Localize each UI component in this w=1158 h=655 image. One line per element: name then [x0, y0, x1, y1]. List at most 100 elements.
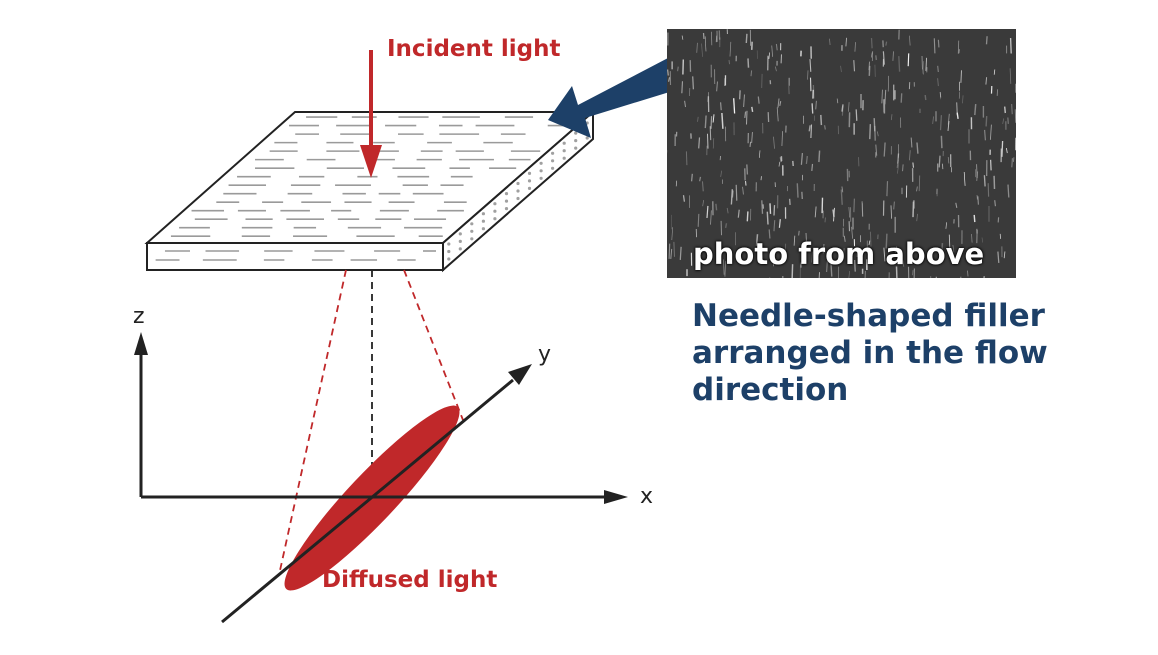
- needle-streak: [747, 164, 748, 174]
- needle-streak: [703, 200, 704, 206]
- x-axis-arrowhead: [604, 490, 628, 504]
- needle-streak: [825, 125, 826, 129]
- needle-streak: [767, 212, 768, 225]
- needle-streak: [968, 271, 969, 277]
- needle-streak: [891, 114, 892, 120]
- needle-streak: [684, 195, 685, 202]
- filler-dot: [470, 237, 473, 240]
- needle-streak: [809, 125, 810, 131]
- needle-streak: [806, 156, 807, 164]
- needle-streak: [903, 164, 904, 171]
- needle-streak: [849, 271, 850, 278]
- needle-streak: [983, 276, 984, 278]
- filler-dot: [551, 152, 554, 155]
- needle-streak: [769, 53, 770, 59]
- needle-streak: [925, 95, 926, 100]
- needle-streak: [882, 90, 883, 104]
- filler-dot: [586, 136, 589, 139]
- needle-streak: [812, 103, 813, 113]
- needle-streak: [939, 156, 940, 168]
- needle-streak: [770, 203, 771, 214]
- needle-streak: [674, 242, 675, 257]
- needle-streak: [842, 104, 843, 111]
- needle-streak: [730, 42, 731, 57]
- description-text: Needle-shaped filler arranged in the flo…: [692, 298, 1052, 409]
- needle-streak: [732, 191, 733, 198]
- filler-dot: [551, 159, 554, 162]
- filler-dot: [447, 257, 450, 260]
- needle-streak: [869, 62, 870, 71]
- needle-streak: [680, 247, 681, 260]
- needle-streak: [911, 138, 912, 148]
- needle-streak: [780, 101, 781, 106]
- needle-streak: [985, 130, 986, 140]
- needle-streak: [884, 143, 885, 157]
- needle-streak: [948, 157, 949, 163]
- filler-dot: [447, 242, 450, 245]
- needle-streak: [893, 51, 894, 61]
- needle-streak: [986, 77, 987, 84]
- needle-streak: [837, 99, 838, 104]
- needle-streak: [957, 113, 958, 119]
- needle-streak: [1008, 185, 1009, 198]
- needle-streak: [1015, 109, 1016, 123]
- needle-streak: [848, 102, 849, 112]
- incident-light-label: Incident light: [387, 38, 561, 61]
- needle-streak: [894, 202, 895, 210]
- filler-dot: [574, 147, 577, 150]
- plate-front: [147, 243, 443, 270]
- pointer-arrow: [548, 58, 676, 138]
- needle-streak: [748, 58, 749, 67]
- needle-streak: [697, 43, 698, 53]
- needle-streak: [808, 70, 809, 79]
- needle-streak: [774, 220, 775, 231]
- needle-streak: [856, 109, 857, 120]
- filler-dot: [563, 142, 566, 145]
- needle-streak: [711, 210, 712, 224]
- needle-streak: [1012, 158, 1013, 167]
- filler-dot: [528, 172, 531, 175]
- needle-streak: [819, 272, 820, 278]
- needle-streak: [829, 39, 830, 45]
- needle-streak: [938, 78, 939, 86]
- needle-streak: [775, 67, 776, 72]
- needle-streak: [693, 76, 694, 89]
- filler-dot: [482, 227, 485, 230]
- needle-streak: [699, 137, 700, 148]
- filler-dot: [470, 230, 473, 233]
- needle-streak: [987, 36, 988, 44]
- needle-streak: [750, 142, 751, 147]
- needle-streak: [962, 95, 963, 103]
- needle-streak: [816, 101, 817, 110]
- needle-streak: [956, 203, 957, 208]
- needle-streak: [686, 151, 687, 165]
- needle-streak: [762, 200, 763, 214]
- needle-streak: [702, 44, 703, 57]
- needle-streak: [933, 116, 934, 124]
- filler-dot: [563, 157, 566, 160]
- needle-streak: [899, 56, 900, 72]
- filler-dot: [505, 207, 508, 210]
- needle-streak: [812, 164, 813, 171]
- needle-streak: [986, 116, 987, 126]
- needle-streak: [745, 112, 746, 118]
- needle-streak: [721, 102, 722, 110]
- needle-streak: [841, 190, 842, 205]
- needle-streak: [744, 95, 745, 108]
- needle-streak: [758, 97, 759, 104]
- needle-streak: [707, 206, 708, 218]
- filler-dot: [540, 162, 543, 165]
- needle-streak: [1003, 118, 1004, 124]
- needle-streak: [790, 199, 791, 205]
- filler-dot: [447, 250, 450, 253]
- needle-streak: [964, 172, 965, 186]
- filler-dot: [493, 202, 496, 205]
- needle-streak: [975, 104, 976, 115]
- needle-streak: [700, 177, 701, 181]
- needle-streak: [901, 93, 902, 102]
- filler-dot: [482, 220, 485, 223]
- needle-streak: [751, 70, 752, 76]
- needle-streak: [934, 38, 935, 53]
- filler-dot: [459, 232, 462, 235]
